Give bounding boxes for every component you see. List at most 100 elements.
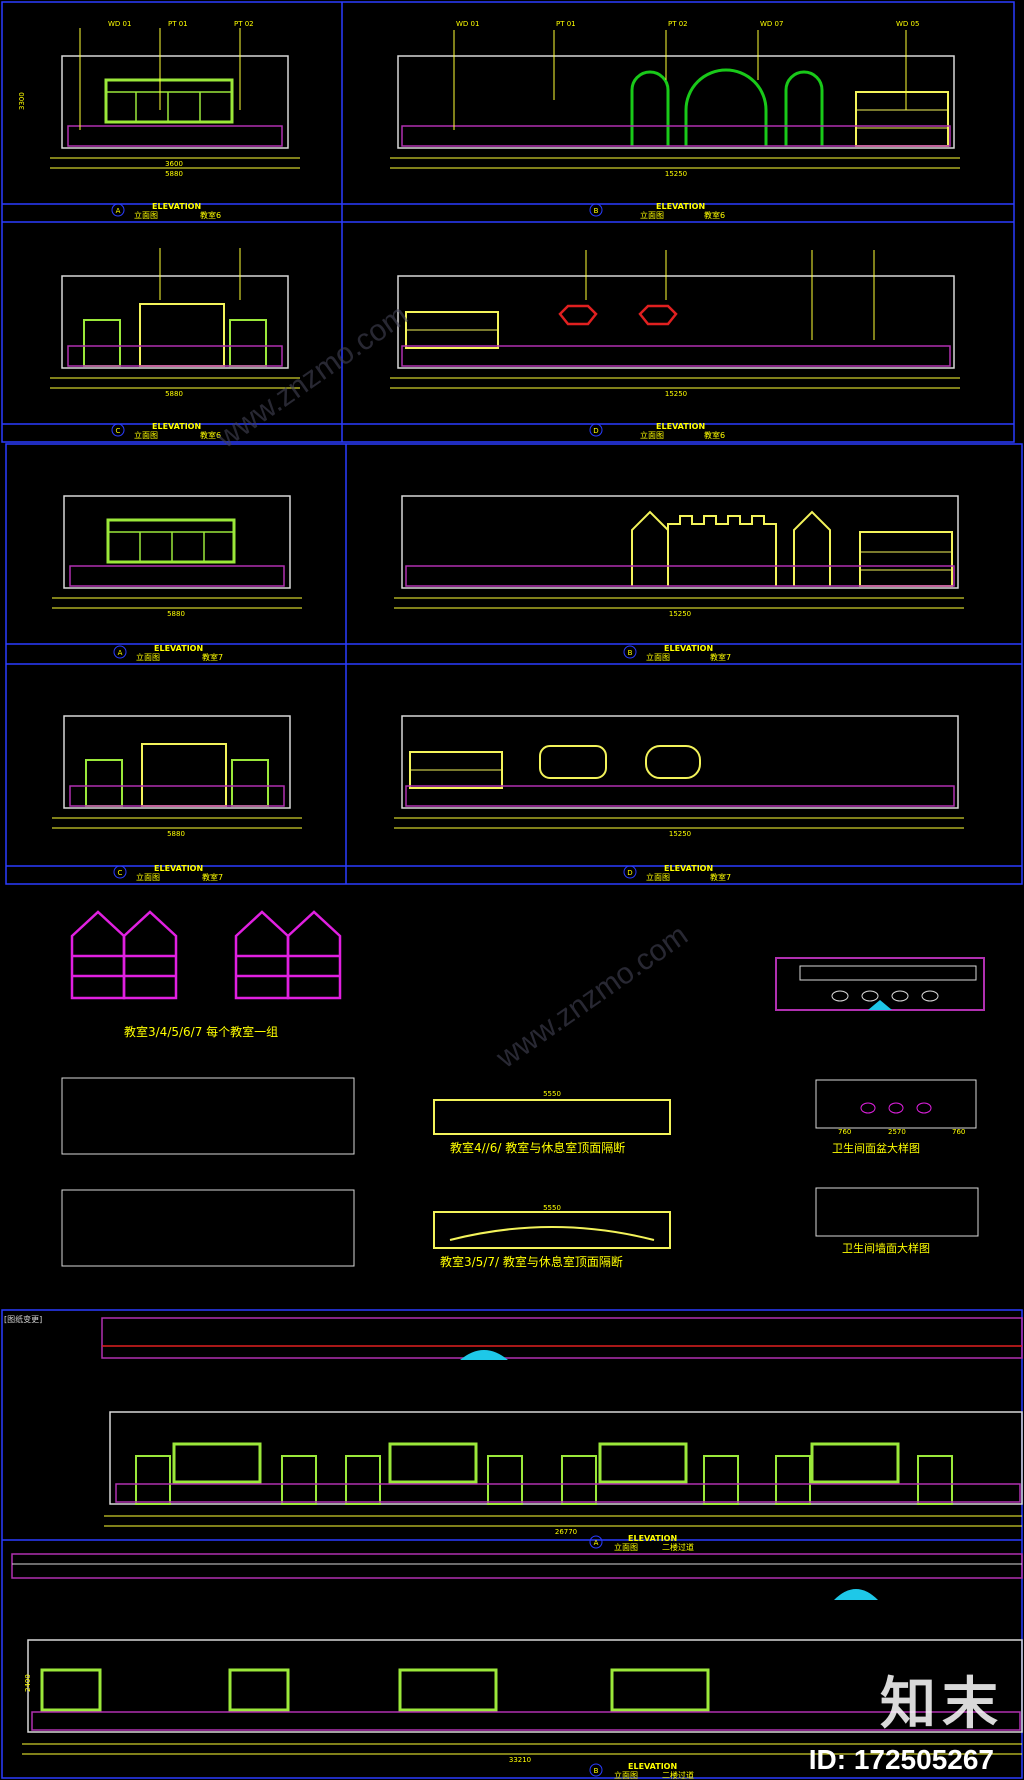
svg-text:教室7: 教室7 bbox=[710, 872, 731, 882]
svg-text:立面图: 立面图 bbox=[136, 652, 160, 662]
corridor-plan-strip-2 bbox=[11, 1553, 1023, 1600]
basin-dim-3: 760 bbox=[952, 1128, 965, 1136]
svg-text:ELEVATION: ELEVATION bbox=[628, 1762, 677, 1771]
corridor-plan-strip bbox=[101, 1317, 1023, 1360]
ceiling2-dim: 5550 bbox=[543, 1204, 561, 1212]
caption-e3: C ELEVATION 立面图 教室6 bbox=[111, 422, 221, 440]
total-e10: 33210 bbox=[509, 1756, 531, 1764]
height-2400-e10: 2400 bbox=[24, 1674, 32, 1692]
total-e7: 5880 bbox=[167, 830, 185, 838]
tag-pt1-b: PT 01 bbox=[556, 20, 576, 28]
svg-text:ELEVATION: ELEVATION bbox=[656, 202, 705, 211]
svg-text:A: A bbox=[594, 1539, 599, 1547]
svg-text:教室6: 教室6 bbox=[704, 210, 725, 220]
elevation-e2 bbox=[390, 30, 960, 169]
watermark-id: ID: 172505267 bbox=[808, 1744, 994, 1775]
caption-e7: C ELEVATION 立面图 教室7 bbox=[113, 864, 223, 882]
ceiling1-dim: 5550 bbox=[543, 1090, 561, 1098]
svg-text:B: B bbox=[594, 1767, 599, 1775]
svg-text:ELEVATION: ELEVATION bbox=[154, 864, 203, 873]
total-e2: 15250 bbox=[665, 170, 687, 178]
tag-wd7-b: WD 07 bbox=[760, 20, 783, 28]
svg-text:ELEVATION: ELEVATION bbox=[154, 644, 203, 653]
caption-basin: 卫生间面盆大样图 bbox=[832, 1141, 920, 1155]
total-e1: 5880 bbox=[165, 170, 183, 178]
svg-text:教室6: 教室6 bbox=[704, 430, 725, 440]
svg-text:B: B bbox=[628, 649, 633, 657]
svg-text:立面图: 立面图 bbox=[614, 1542, 638, 1552]
svg-text:立面图: 立面图 bbox=[640, 210, 664, 220]
caption-wall: 卫生间墙面大样图 bbox=[842, 1241, 930, 1255]
height-3300-e1: 3300 bbox=[18, 92, 26, 110]
svg-text:立面图: 立面图 bbox=[136, 872, 160, 882]
svg-text:ELEVATION: ELEVATION bbox=[152, 422, 201, 431]
elevation-e10 bbox=[22, 1639, 1023, 1755]
svg-text:教室7: 教室7 bbox=[202, 652, 223, 662]
caption-e8: D ELEVATION 立面图 教室7 bbox=[623, 864, 731, 882]
svg-text:ELEVATION: ELEVATION bbox=[656, 422, 705, 431]
svg-text:D: D bbox=[627, 869, 632, 877]
total-e3: 5880 bbox=[165, 390, 183, 398]
svg-text:C: C bbox=[116, 427, 121, 435]
svg-text:ELEVATION: ELEVATION bbox=[152, 202, 201, 211]
panel-label: [图纸变更] bbox=[4, 1314, 42, 1324]
total-e6: 15250 bbox=[669, 610, 691, 618]
svg-text:ELEVATION: ELEVATION bbox=[664, 644, 713, 653]
tag-pt2: PT 02 bbox=[234, 20, 254, 28]
tag-wd5-b: WD 05 bbox=[896, 20, 919, 28]
caption-e1: A ELEVATION 立面图 教室6 bbox=[111, 202, 221, 220]
svg-text:A: A bbox=[118, 649, 123, 657]
elevation-e8 bbox=[394, 715, 964, 829]
dims-e1: 3600 bbox=[165, 160, 183, 168]
caption-houses: 教室3/4/5/6/7 每个教室一组 bbox=[124, 1024, 278, 1039]
svg-text:立面图: 立面图 bbox=[640, 430, 664, 440]
elevation-e9 bbox=[104, 1411, 1023, 1527]
basin-dim-1: 760 bbox=[838, 1128, 851, 1136]
svg-text:ELEVATION: ELEVATION bbox=[628, 1534, 677, 1543]
svg-text:二楼过道: 二楼过道 bbox=[662, 1770, 694, 1780]
tag-pt2-b: PT 02 bbox=[668, 20, 688, 28]
elevation-e5 bbox=[52, 495, 302, 609]
caption-e5: A ELEVATION 立面图 教室7 bbox=[113, 644, 223, 662]
svg-text:二楼过道: 二楼过道 bbox=[662, 1542, 694, 1552]
svg-text:立面图: 立面图 bbox=[646, 872, 670, 882]
svg-text:B: B bbox=[594, 207, 599, 215]
house-shelf-details bbox=[70, 910, 342, 1000]
caption-e4: D ELEVATION 立面图 教室6 bbox=[589, 422, 725, 440]
tag-wd1: WD 01 bbox=[108, 20, 131, 28]
svg-text:教室6: 教室6 bbox=[200, 210, 221, 220]
svg-text:D: D bbox=[593, 427, 598, 435]
elevation-e4 bbox=[390, 250, 960, 389]
total-e9: 26770 bbox=[555, 1528, 577, 1536]
svg-text:教室7: 教室7 bbox=[710, 652, 731, 662]
svg-text:教室7: 教室7 bbox=[202, 872, 223, 882]
svg-text:立面图: 立面图 bbox=[134, 430, 158, 440]
caption-e10: B ELEVATION 立面图 二楼过道 bbox=[589, 1762, 694, 1780]
elevation-e3 bbox=[50, 248, 300, 389]
svg-text:教室6: 教室6 bbox=[200, 430, 221, 440]
caption-e2: B ELEVATION 立面图 教室6 bbox=[589, 202, 725, 220]
svg-text:ELEVATION: ELEVATION bbox=[664, 864, 713, 873]
elevation-e1 bbox=[50, 28, 300, 169]
total-e4: 15250 bbox=[665, 390, 687, 398]
elevation-e7 bbox=[52, 715, 302, 829]
svg-text:C: C bbox=[118, 869, 123, 877]
total-e8: 15250 bbox=[669, 830, 691, 838]
svg-text:立面图: 立面图 bbox=[646, 652, 670, 662]
elevation-e6 bbox=[394, 495, 964, 609]
total-e5: 5880 bbox=[167, 610, 185, 618]
caption-e6: B ELEVATION 立面图 教室7 bbox=[623, 644, 731, 662]
svg-text:立面图: 立面图 bbox=[134, 210, 158, 220]
caption-ceiling1: 教室4//6/ 教室与休息室顶面隔断 bbox=[450, 1140, 625, 1155]
caption-ceiling2: 教室3/5/7/ 教室与休息室顶面隔断 bbox=[440, 1254, 623, 1269]
tag-wd1-b: WD 01 bbox=[456, 20, 479, 28]
svg-text:立面图: 立面图 bbox=[614, 1770, 638, 1780]
ceiling-details bbox=[61, 1077, 671, 1267]
washroom-details bbox=[775, 957, 985, 1237]
tag-pt1: PT 01 bbox=[168, 20, 188, 28]
basin-dim-2: 2570 bbox=[888, 1128, 906, 1136]
caption-e9: A ELEVATION 立面图 二楼过道 bbox=[589, 1534, 694, 1552]
watermark-logo: 知末 bbox=[880, 1672, 1004, 1735]
